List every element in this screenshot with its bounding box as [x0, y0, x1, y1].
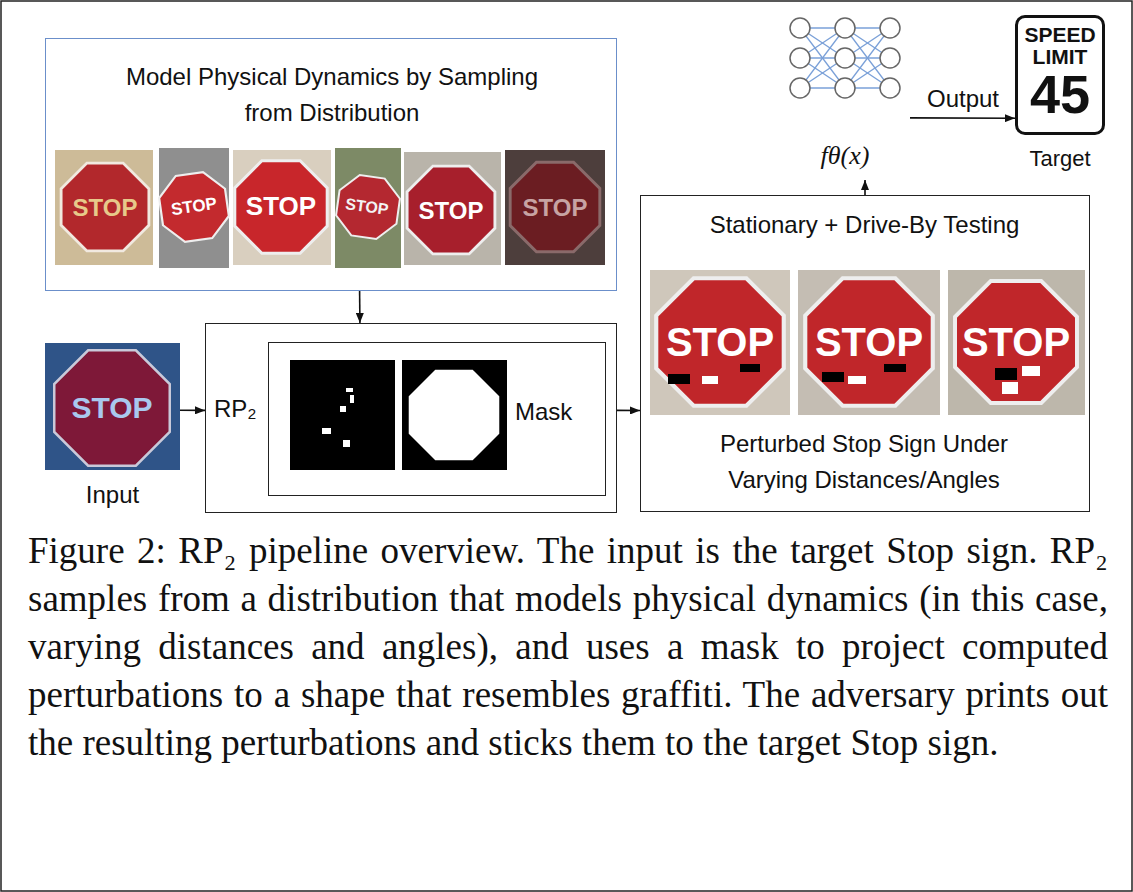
sign-text: STOP [334, 193, 400, 221]
box-title: Model Physical Dynamics by Sampling from… [102, 59, 562, 131]
sign-text: STOP [802, 318, 936, 366]
model-icon: fθ(x) [780, 12, 910, 180]
sign-text: SPEED LIMIT [1018, 24, 1102, 68]
mask-label: Mask [515, 397, 599, 426]
box-title: Stationary + Drive-By Testing [641, 210, 1088, 239]
sign-text: STOP [57, 193, 153, 222]
mask-box: Mask [268, 342, 606, 496]
model-label: fθ(x) [780, 140, 910, 171]
box-note: Perturbed Stop Sign Under Varying Distan… [694, 426, 1034, 498]
image-label: Input [45, 480, 180, 509]
sign-text: STOP [159, 192, 229, 221]
sign-text: STOP [506, 193, 604, 222]
connector-arrow [617, 410, 640, 412]
connector-arrow [359, 291, 361, 323]
image-label: Target [1008, 146, 1112, 172]
neural-network-icon [790, 18, 900, 98]
sign-number: 45 [1018, 66, 1102, 122]
rp2-box: RP₂ Mask [205, 323, 617, 513]
edge-label: Output [913, 84, 1013, 113]
sign-text: STOP [52, 390, 172, 426]
sample-photos [55, 148, 605, 268]
sign-text: STOP [403, 196, 499, 225]
figure-caption: Figure 2: RP₂ pipeline overview. The inp… [28, 527, 1108, 767]
input-photo [45, 343, 180, 470]
connector-arrow [910, 117, 1015, 119]
connector-arrow [180, 410, 205, 412]
sign-text: STOP [950, 318, 1082, 366]
sampling-box: Model Physical Dynamics by Sampling from… [45, 38, 617, 291]
sign-text: STOP [653, 318, 787, 366]
sign-text: STOP [233, 191, 329, 222]
target-sign: SPEED LIMIT45Target [1015, 15, 1105, 135]
perturbed-photos [650, 270, 1085, 415]
connector-arrow [864, 180, 866, 195]
mask-images [290, 360, 507, 470]
method-name: RP₂ [214, 394, 266, 423]
